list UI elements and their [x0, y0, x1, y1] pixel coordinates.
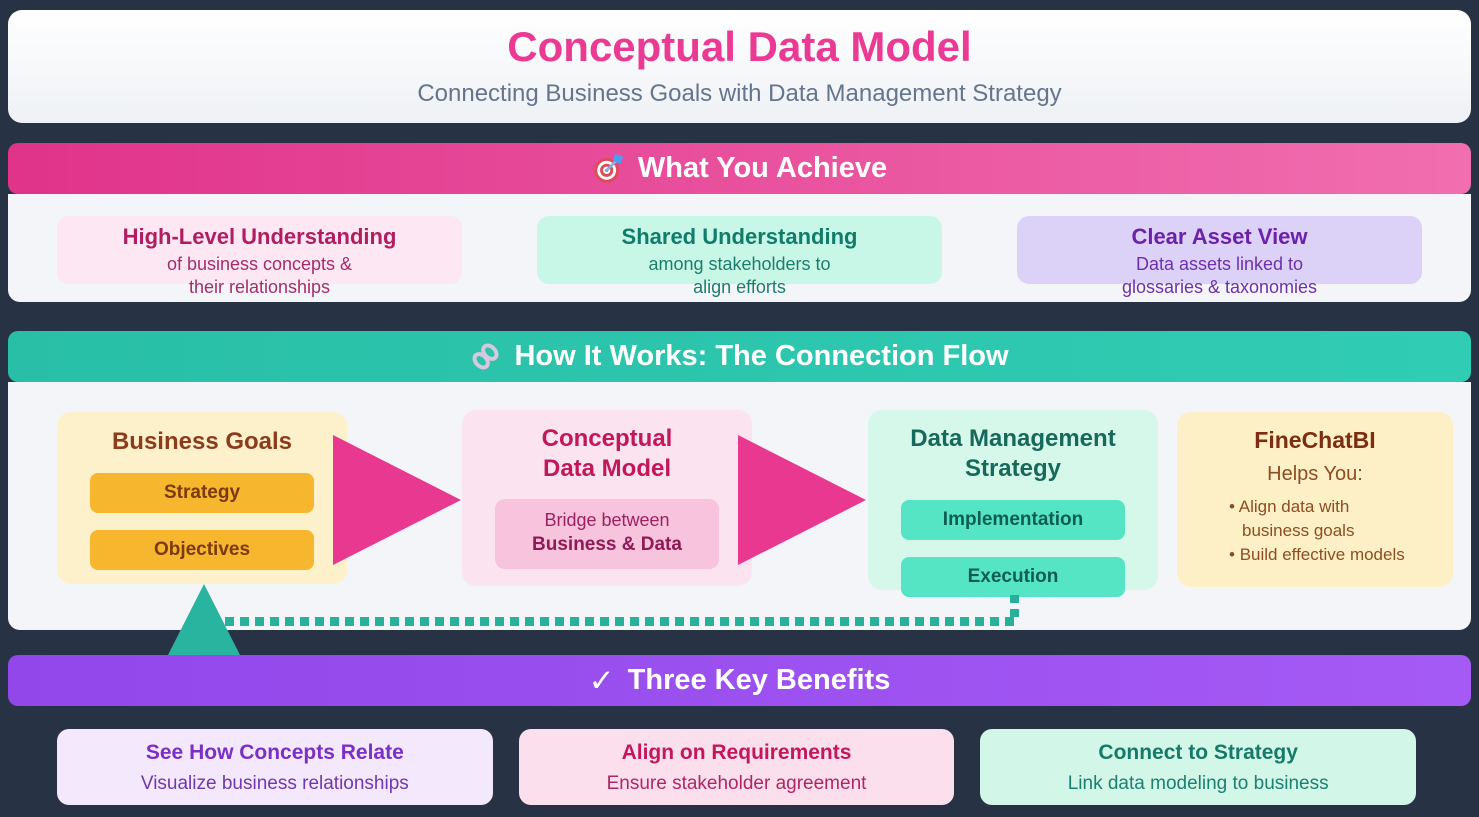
- cdm-title-line: Conceptual: [541, 425, 673, 452]
- bridge-line: Business & Data: [532, 534, 682, 555]
- achieve-card-line: of business concepts &: [166, 254, 353, 274]
- benefit-title: Connect to Strategy: [1098, 741, 1298, 764]
- page-subtitle: Connecting Business Goals with Data Mana…: [417, 80, 1062, 107]
- benefits-section-banner: ✓ Three Key Benefits: [8, 655, 1471, 706]
- finechatbi-bullet: Align data with business goals: [1229, 495, 1409, 543]
- dms-title-line: Strategy: [964, 455, 1062, 482]
- business-goals-card: Business Goals Strategy Objectives: [57, 412, 347, 584]
- bridge-box: Bridge between Business & Data: [495, 499, 719, 569]
- flow-arrow-1: [333, 435, 461, 565]
- benefit-card-align-requirements: Align on Requirements Ensure stakeholder…: [518, 729, 955, 805]
- works-banner-title: How It Works: The Connection Flow: [514, 340, 1009, 372]
- achieve-section-body: High-Level Understanding of business con…: [8, 194, 1471, 302]
- benefit-card-connect-strategy: Connect to Strategy Link data modeling t…: [980, 729, 1417, 805]
- achieve-card-title: Clear Asset View: [1131, 224, 1308, 249]
- achieve-card-line: glossaries & taxonomies: [1121, 277, 1318, 297]
- works-section-body: Business Goals Strategy Objectives Conce…: [8, 382, 1471, 630]
- benefit-card-concepts-relate: See How Concepts Relate Visualize busine…: [57, 729, 493, 805]
- benefit-subtitle: Visualize business relationships: [140, 773, 409, 794]
- feedback-line-horizontal: [195, 617, 1017, 626]
- benefits-banner-title: Three Key Benefits: [627, 664, 891, 696]
- achieve-banner-title: What You Achieve: [637, 152, 888, 184]
- execution-pill: Execution: [901, 557, 1125, 597]
- implementation-pill: Implementation: [901, 500, 1125, 540]
- achieve-card-line: Data assets linked to: [1135, 254, 1304, 274]
- benefits-row: See How Concepts Relate Visualize busine…: [8, 729, 1471, 805]
- page-title: Conceptual Data Model: [507, 23, 972, 70]
- data-management-strategy-card: Data Management Strategy Implementation …: [868, 410, 1158, 597]
- strategy-pill: Strategy: [90, 473, 314, 513]
- feedback-line-vertical: [1010, 595, 1019, 619]
- finechatbi-subtitle: Helps You:: [1267, 463, 1363, 485]
- dms-title-line: Data Management: [910, 425, 1116, 452]
- objectives-pill: Objectives: [90, 530, 314, 570]
- finechatbi-title: FineChatBI: [1254, 427, 1376, 453]
- business-goals-title: Business Goals: [111, 428, 293, 455]
- achieve-card-title: Shared Understanding: [621, 224, 858, 249]
- check-icon: ✓: [588, 662, 615, 698]
- cdm-title: Conceptual Data Model: [462, 424, 752, 484]
- header-card: Conceptual Data Model Connecting Busines…: [8, 10, 1471, 123]
- target-icon: [592, 152, 625, 185]
- achieve-card-shared: Shared Understanding among stakeholders …: [537, 216, 942, 297]
- achieve-card-high-level: High-Level Understanding of business con…: [57, 216, 462, 297]
- benefit-title: Align on Requirements: [621, 741, 852, 764]
- benefit-subtitle: Link data modeling to business: [1067, 773, 1329, 794]
- dms-title: Data Management Strategy: [868, 424, 1158, 484]
- finechatbi-bullet: Build effective models: [1229, 543, 1409, 567]
- finechatbi-card: FineChatBI Helps You: Align data with bu…: [1177, 412, 1453, 587]
- achieve-card-asset-view: Clear Asset View Data assets linked to g…: [1017, 216, 1422, 297]
- cdm-title-line: Data Model: [542, 455, 671, 482]
- bridge-line: Bridge between: [544, 510, 670, 530]
- flow-arrow-2: [738, 435, 866, 565]
- achieve-card-title: High-Level Understanding: [122, 224, 397, 249]
- feedback-arrowhead-up: [168, 584, 240, 655]
- achieve-card-line: among stakeholders to: [648, 254, 831, 274]
- link-icon: [470, 341, 501, 372]
- benefit-title: See How Concepts Relate: [145, 741, 404, 764]
- achieve-card-line: align efforts: [693, 277, 786, 297]
- works-section-banner: How It Works: The Connection Flow: [8, 331, 1471, 382]
- benefit-subtitle: Ensure stakeholder agreement: [606, 773, 867, 794]
- finechatbi-bullet-list: Align data with business goals Build eff…: [1177, 495, 1453, 567]
- achieve-section-banner: What You Achieve: [8, 143, 1471, 194]
- achieve-card-line: their relationships: [188, 277, 331, 297]
- conceptual-data-model-card: Conceptual Data Model Bridge between Bus…: [462, 410, 752, 586]
